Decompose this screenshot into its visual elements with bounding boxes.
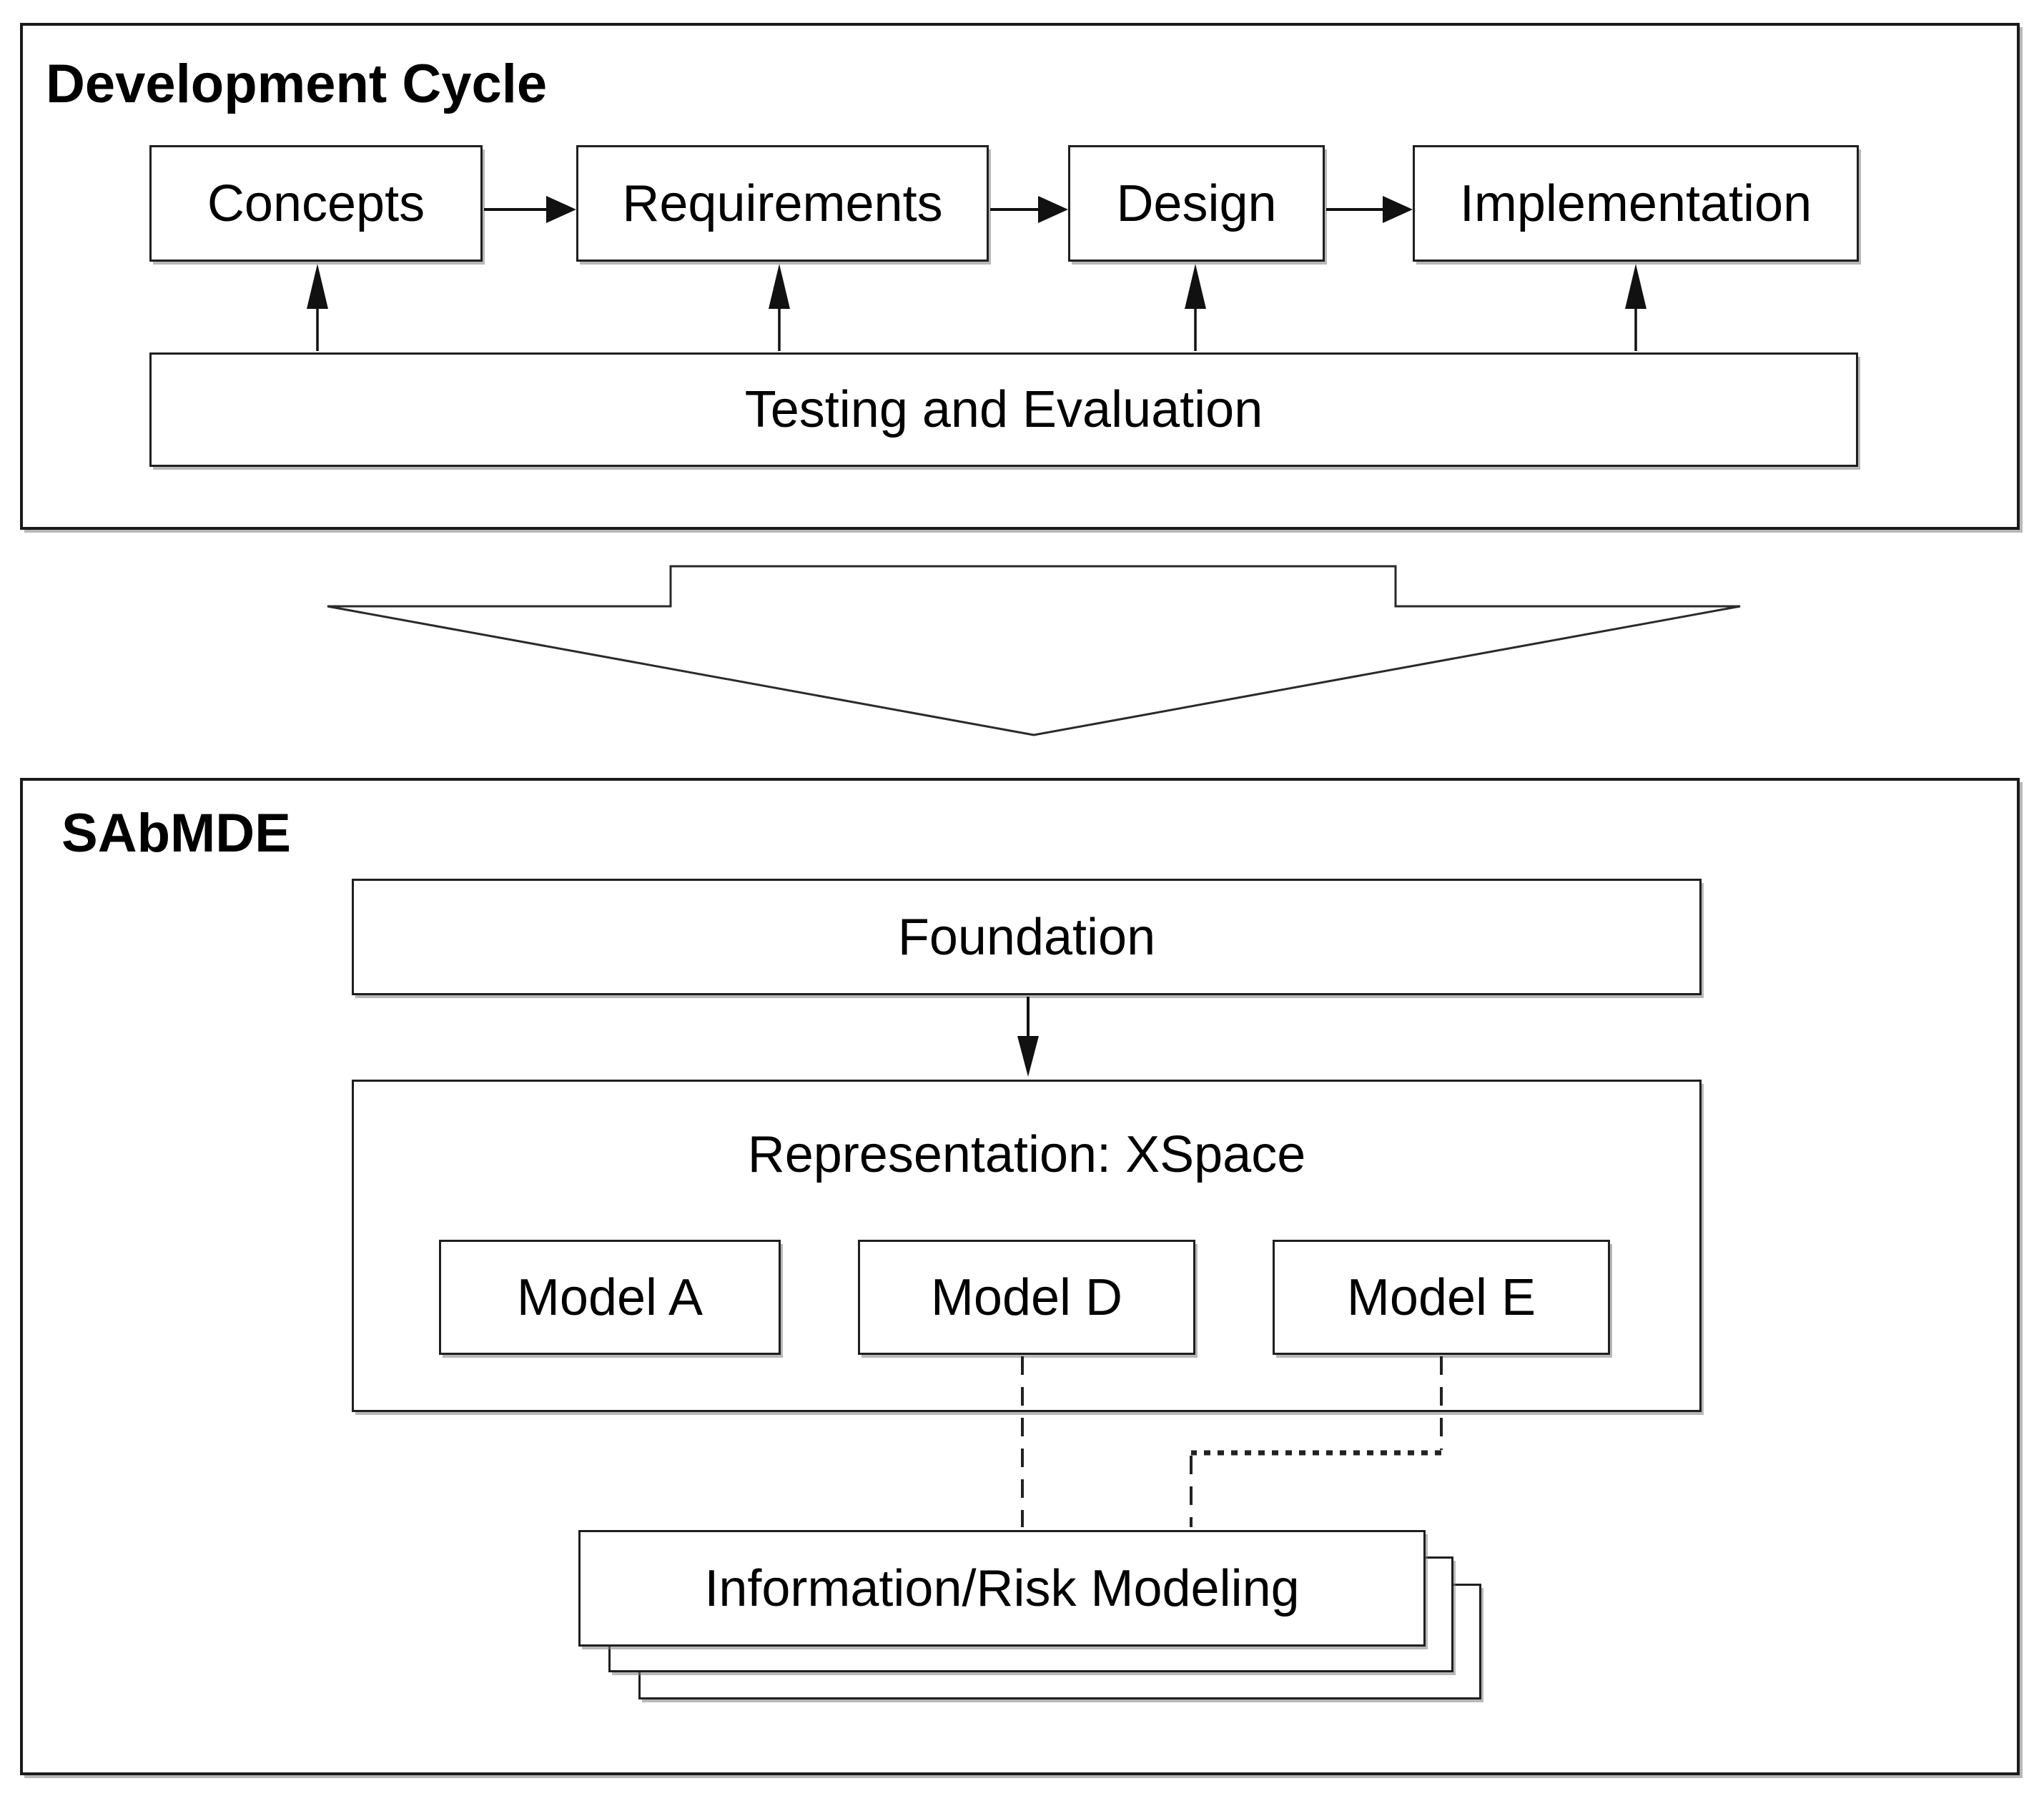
model-box-a: Model A (439, 1240, 781, 1355)
model-label-a: Model A (516, 1268, 703, 1326)
stage-label-implementation: Implementation (1459, 174, 1812, 232)
model-label-d: Model D (930, 1268, 1123, 1326)
representation-label: Representation: XSpace (747, 1126, 1306, 1183)
model-label-e: Model E (1346, 1268, 1536, 1326)
sabmde-title: SAbMDE (61, 803, 291, 864)
stage-box-implementation: Implementation (1413, 145, 1859, 262)
stage-label-requirements: Requirements (622, 174, 943, 232)
foundation-label: Foundation (897, 908, 1156, 966)
model-box-e: Model E (1273, 1240, 1610, 1355)
stage-label-concepts: Concepts (207, 174, 425, 232)
stage-box-concepts: Concepts (149, 145, 483, 262)
testing-evaluation-label: Testing and Evaluation (744, 381, 1263, 438)
stage-box-design: Design (1068, 145, 1325, 262)
foundation-box: Foundation (352, 879, 1702, 995)
modeling-stack-label: Information/Risk Modeling (704, 1559, 1300, 1617)
model-box-d: Model D (858, 1240, 1195, 1355)
transition-big-down-arrow-icon (327, 565, 1741, 736)
stage-label-design: Design (1116, 174, 1277, 232)
development-cycle-title: Development Cycle (46, 54, 548, 114)
testing-evaluation-box: Testing and Evaluation (149, 352, 1858, 467)
stage-box-requirements: Requirements (576, 145, 989, 262)
modeling-stack-front-sheet: Information/Risk Modeling (578, 1530, 1426, 1647)
